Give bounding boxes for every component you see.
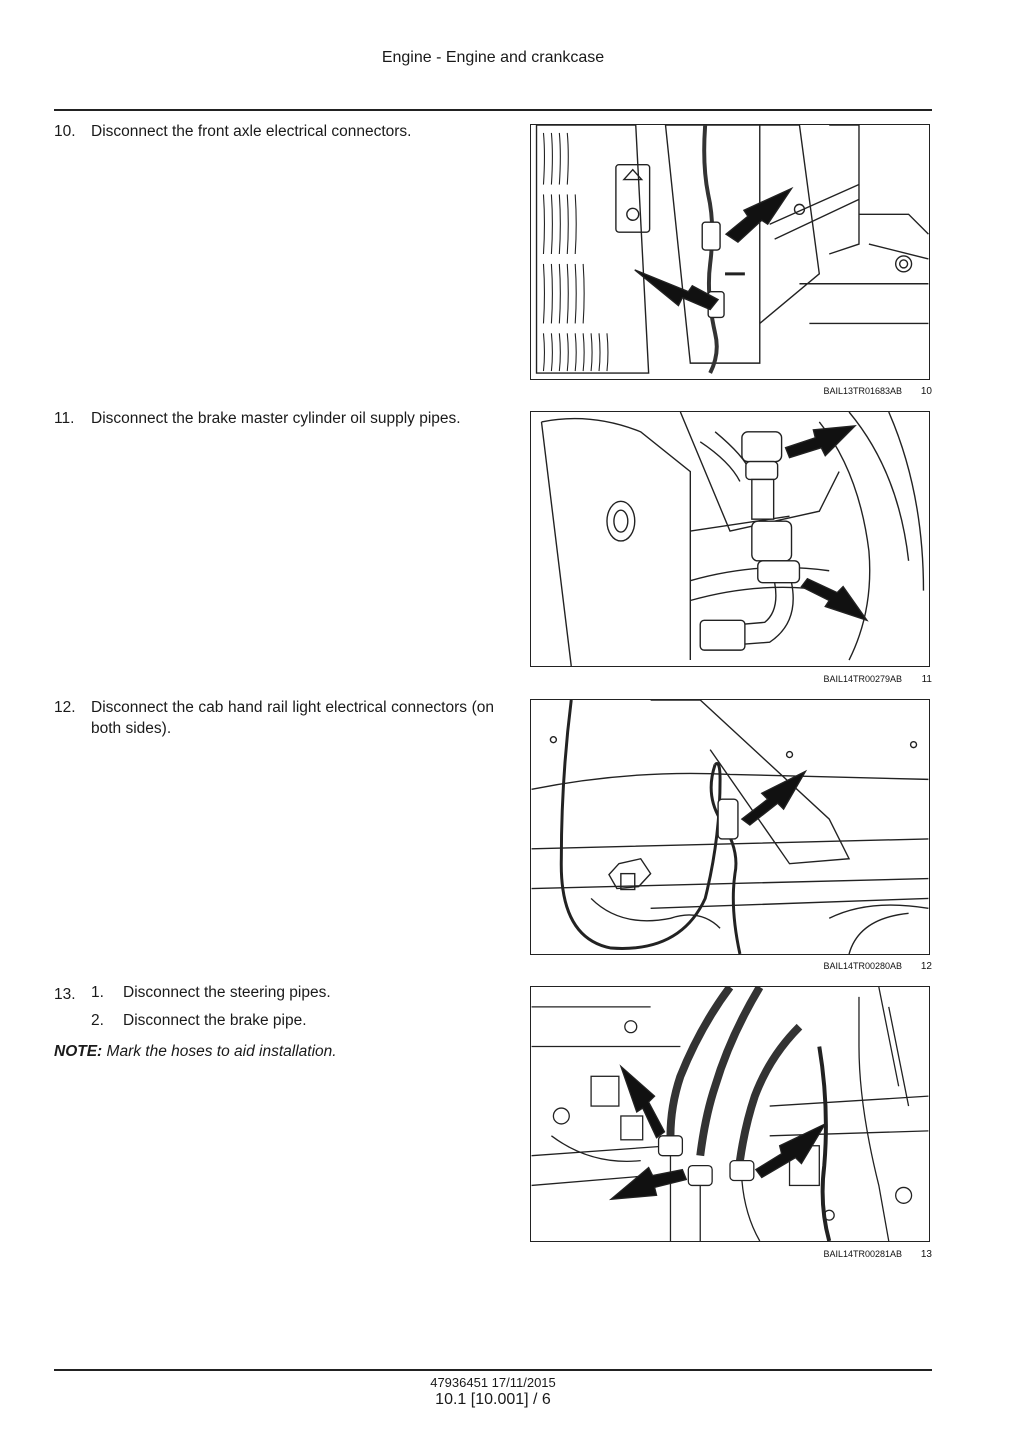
step-10: 10. Disconnect the front axle electrical…	[54, 121, 494, 142]
footer-page-number: 10.1 [10.001] / 6	[435, 1391, 551, 1408]
step-number: 12.	[54, 699, 76, 716]
figure-steering-and-brake-pipes	[530, 986, 930, 1242]
figure-code: BAIL13TR01683AB	[823, 386, 902, 396]
note-text: Mark the hoses to aid installation.	[106, 1043, 337, 1060]
figure-number: 11	[921, 674, 932, 685]
step-text: Disconnect the cab hand rail light elect…	[91, 699, 494, 737]
figure-code: BAIL14TR00281AB	[823, 1249, 902, 1259]
step-number: 11.	[54, 410, 75, 427]
step-text: Disconnect the front axle electrical con…	[91, 123, 412, 140]
figure-code: BAIL14TR00280AB	[823, 961, 902, 971]
figure-number: 12	[920, 961, 932, 972]
figure-brake-master-cylinder-pipes	[530, 411, 930, 667]
figure-cab-hand-rail-connector	[530, 699, 930, 955]
step-text: Disconnect the brake master cylinder oil…	[91, 410, 461, 427]
figure-code: BAIL14TR00279AB	[823, 674, 902, 684]
substep-2: 2. Disconnect the brake pipe.	[91, 1012, 307, 1030]
substep-1: 1. Disconnect the steering pipes.	[91, 984, 331, 1002]
note-label: NOTE:	[54, 1043, 103, 1060]
figure-number: 13	[920, 1249, 932, 1260]
note: NOTE: Mark the hoses to aid installation…	[54, 1043, 337, 1061]
substep-number: 1.	[91, 984, 104, 1001]
step-12: 12. Disconnect the cab hand rail light e…	[54, 697, 494, 739]
step-number: 13.	[54, 986, 76, 1003]
header-rule	[54, 109, 932, 111]
figure-front-axle-connectors	[530, 124, 930, 380]
substep-number: 2.	[91, 1012, 104, 1029]
page-header-title: Engine - Engine and crankcase	[381, 49, 605, 66]
substep-text: Disconnect the steering pipes.	[123, 984, 331, 1001]
substep-text: Disconnect the brake pipe.	[123, 1012, 307, 1029]
step-11: 11. Disconnect the brake master cylinder…	[54, 408, 494, 429]
footer-rule	[54, 1369, 932, 1371]
step-number: 10.	[54, 123, 76, 140]
footer-document-reference: 47936451 17/11/2015	[430, 1375, 556, 1390]
figure-number: 10	[920, 386, 932, 397]
